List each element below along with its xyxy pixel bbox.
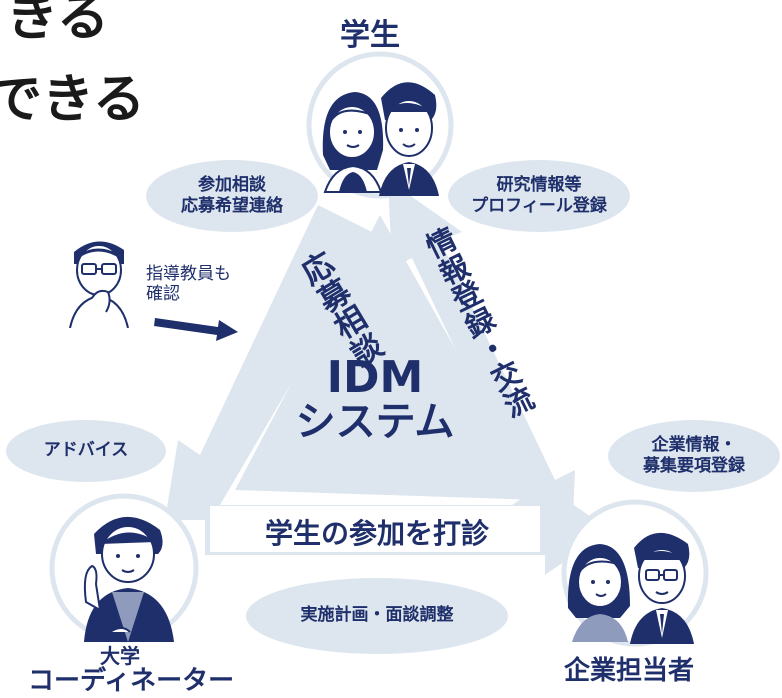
advisor-note: 指導教員も 確認 [146,264,231,305]
coordinator-avatar [49,493,199,643]
bubble-advice: アドバイス [6,420,166,482]
headline-line1: きる [6,0,109,48]
bottom-arrow-label: 学生の参加を打診 [264,517,489,550]
advisor-icon [69,241,129,328]
bubble-consult: 参加相談 応募希望連絡 [146,160,318,232]
system-name-line1: IDM [326,352,424,403]
system-name: IDM システム [285,352,465,446]
headline-line2: できる [0,69,145,130]
students-avatar [306,51,454,199]
bottom-arrow-band [210,506,540,552]
advisor-arrow [154,318,238,341]
right-arrow-head-top [388,180,575,540]
students-label: 学生 [340,18,400,53]
company-label: 企業担当者 [564,656,695,686]
coordinator-label-line1: 大学 [100,644,140,668]
bubble-research: 研究情報等 プロフィール登録 [448,160,630,232]
bubble-company-info: 企業情報・ 募集要項登録 [608,420,780,492]
system-triangle [235,215,540,500]
system-name-line2: システム [295,399,455,446]
left-arrow [165,205,378,520]
bubble-schedule: 実施計画・面談調整 [246,578,508,654]
coordinator-label-line2: コーディネーター [28,666,235,696]
company-avatar [561,499,709,647]
